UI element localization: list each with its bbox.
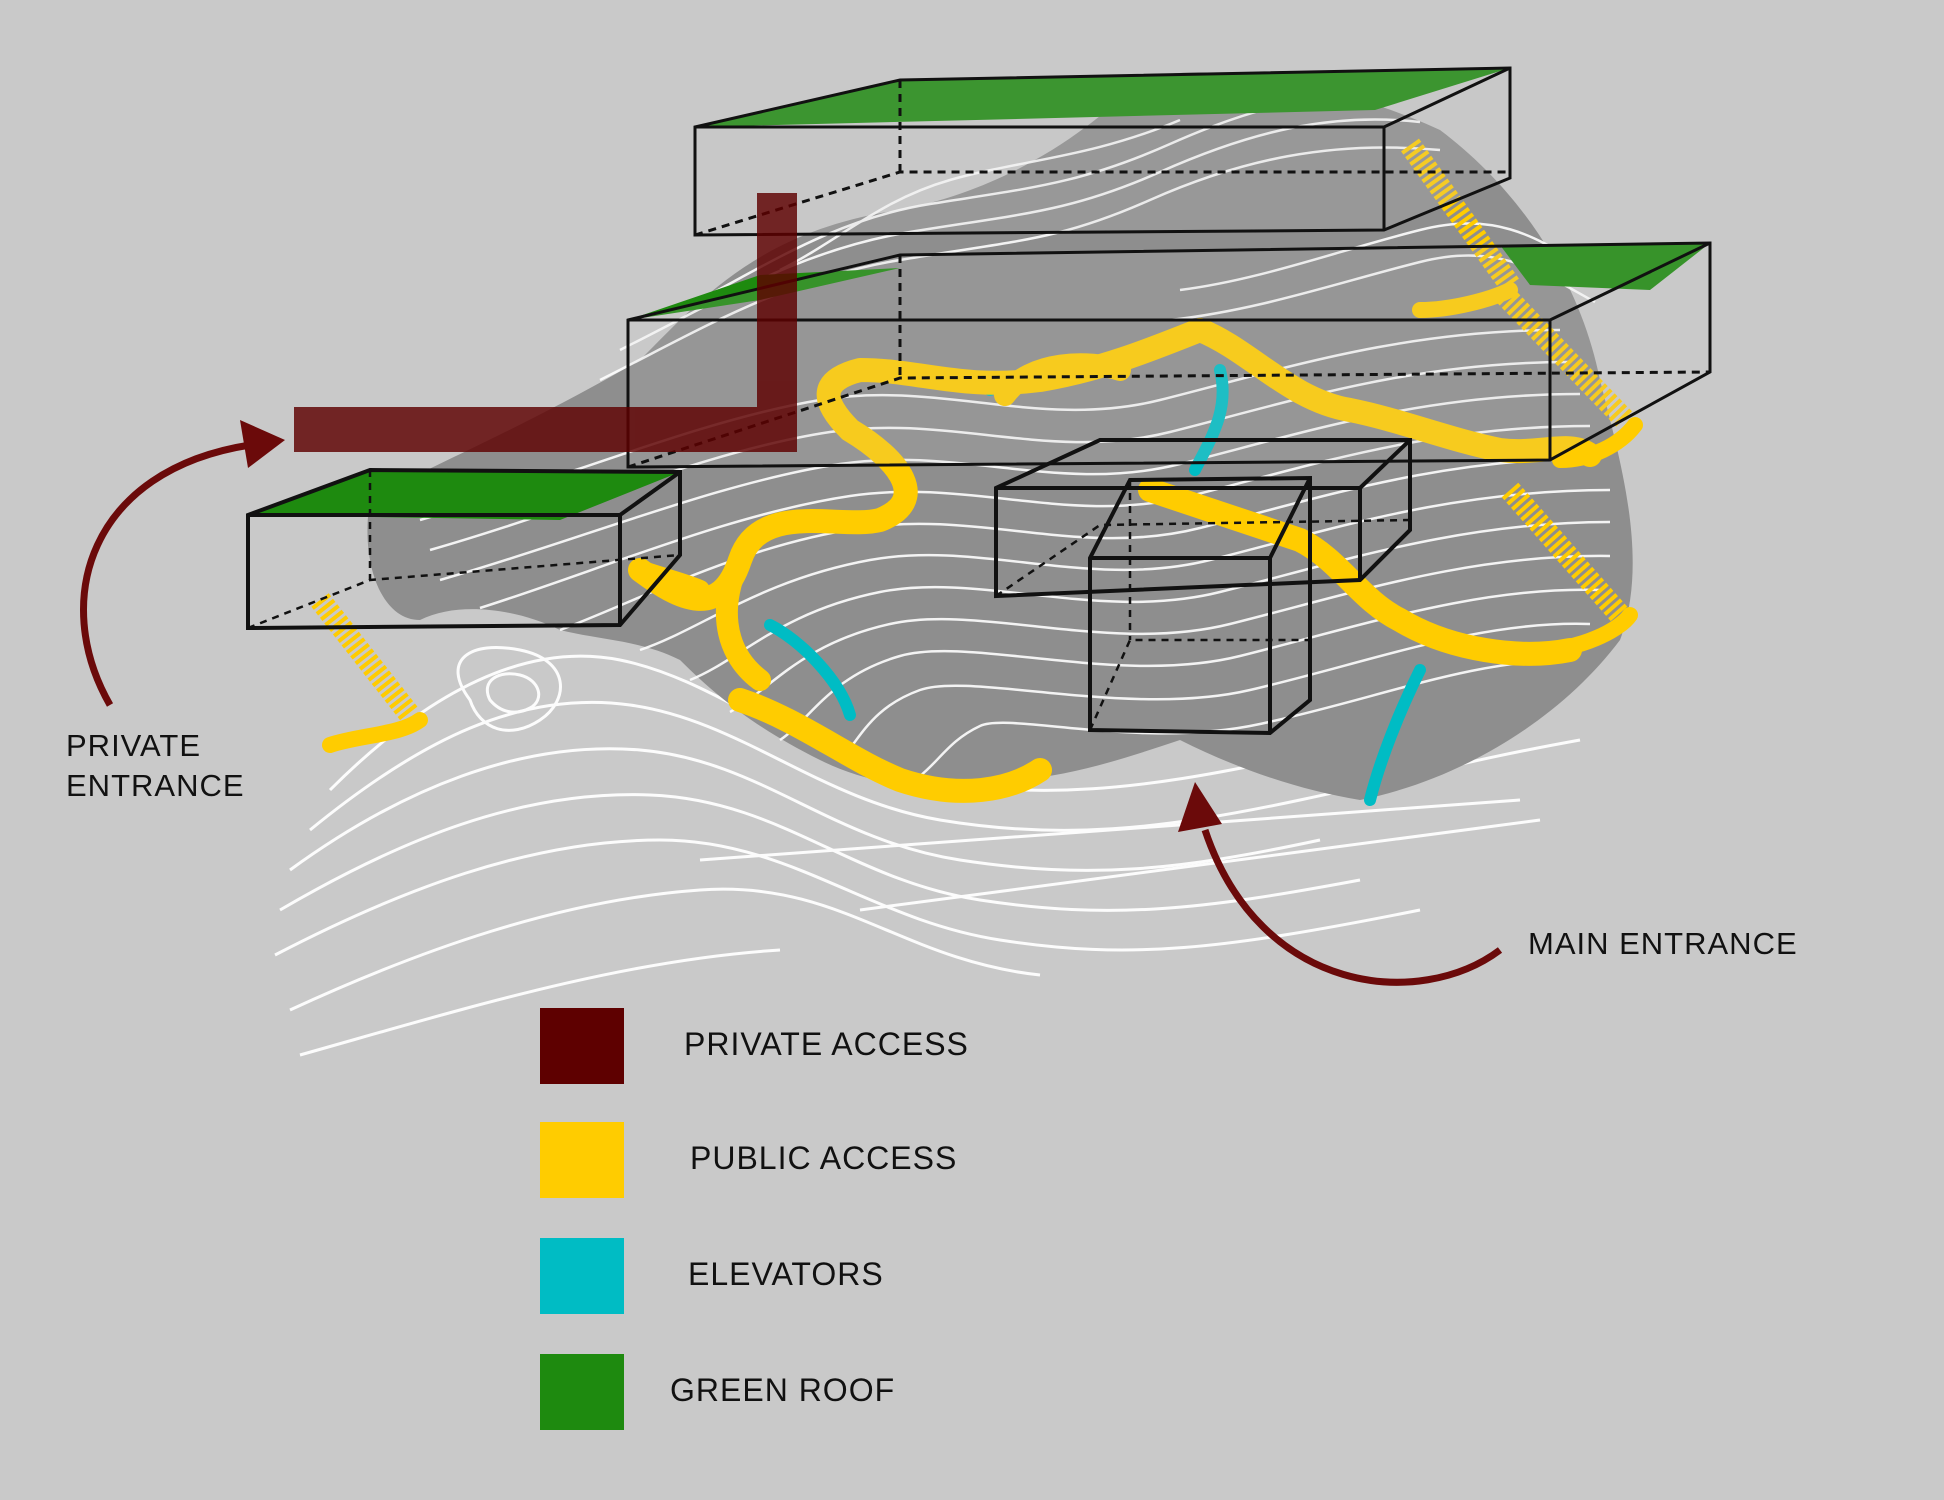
legend-label-green-roof: GREEN ROOF [670, 1372, 895, 1409]
legend-item-elevators: ELEVATORS [540, 1238, 1240, 1318]
legend-label-public-access: PUBLIC ACCESS [690, 1140, 957, 1177]
legend-swatch-green-roof [540, 1354, 624, 1430]
private-entrance-label-line1: PRIVATE [66, 726, 245, 766]
legend-item-green-roof: GREEN ROOF [540, 1354, 1240, 1434]
legend-swatch-private-access [540, 1008, 624, 1084]
private-entrance-arrow [84, 420, 285, 705]
private-entrance-label: PRIVATE ENTRANCE [66, 726, 245, 806]
main-entrance-label: MAIN ENTRANCE [1528, 924, 1798, 964]
legend-label-elevators: ELEVATORS [688, 1256, 884, 1293]
legend-label-private-access: PRIVATE ACCESS [684, 1026, 969, 1063]
legend-item-private-access: PRIVATE ACCESS [540, 1008, 1240, 1088]
legend-swatch-public-access [540, 1122, 624, 1198]
private-entrance-label-line2: ENTRANCE [66, 766, 245, 806]
legend-swatch-elevators [540, 1238, 624, 1314]
legend-item-public-access: PUBLIC ACCESS [540, 1122, 1240, 1202]
